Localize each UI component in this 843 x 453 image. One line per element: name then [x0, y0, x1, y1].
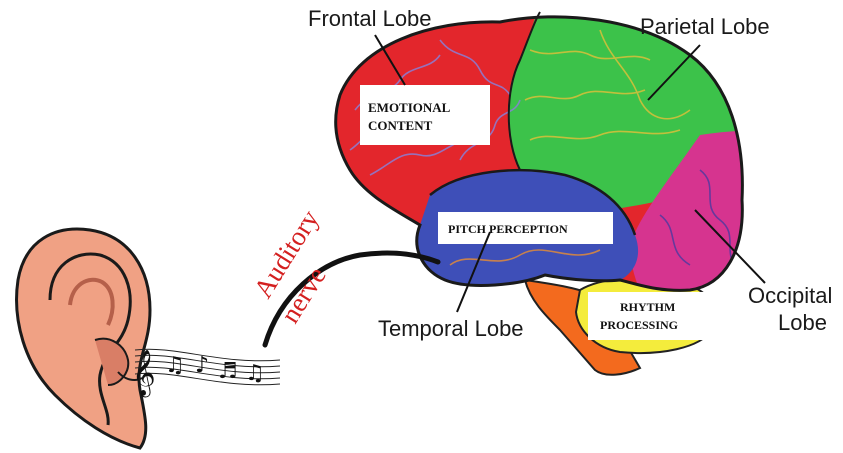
temporal-lobe-label: Temporal Lobe — [378, 316, 524, 341]
occipital-lobe-label-line1: Occipital — [748, 283, 832, 308]
pitch-perception-label: PITCH PERCEPTION — [448, 222, 568, 236]
rhythm-processing-line1: RHYTHM — [620, 300, 675, 314]
ear-illustration — [17, 229, 150, 448]
treble-clef-icon: 𝄞 — [132, 350, 156, 398]
parietal-lobe-label: Parietal Lobe — [640, 14, 770, 39]
music-note-icon: ♪ — [195, 353, 209, 378]
rhythm-processing-line2: PROCESSING — [600, 318, 678, 332]
music-note-icon: ♬ — [218, 359, 238, 384]
emotional-content-box — [360, 85, 490, 145]
occipital-lobe-label-line2: Lobe — [778, 310, 827, 335]
emotional-content-line1: EMOTIONAL — [368, 100, 451, 115]
frontal-lobe-label: Frontal Lobe — [308, 6, 432, 31]
music-note-icon: ♫ — [245, 361, 265, 386]
music-note-icon: ♫ — [165, 353, 185, 378]
emotional-content-line2: CONTENT — [368, 118, 433, 133]
